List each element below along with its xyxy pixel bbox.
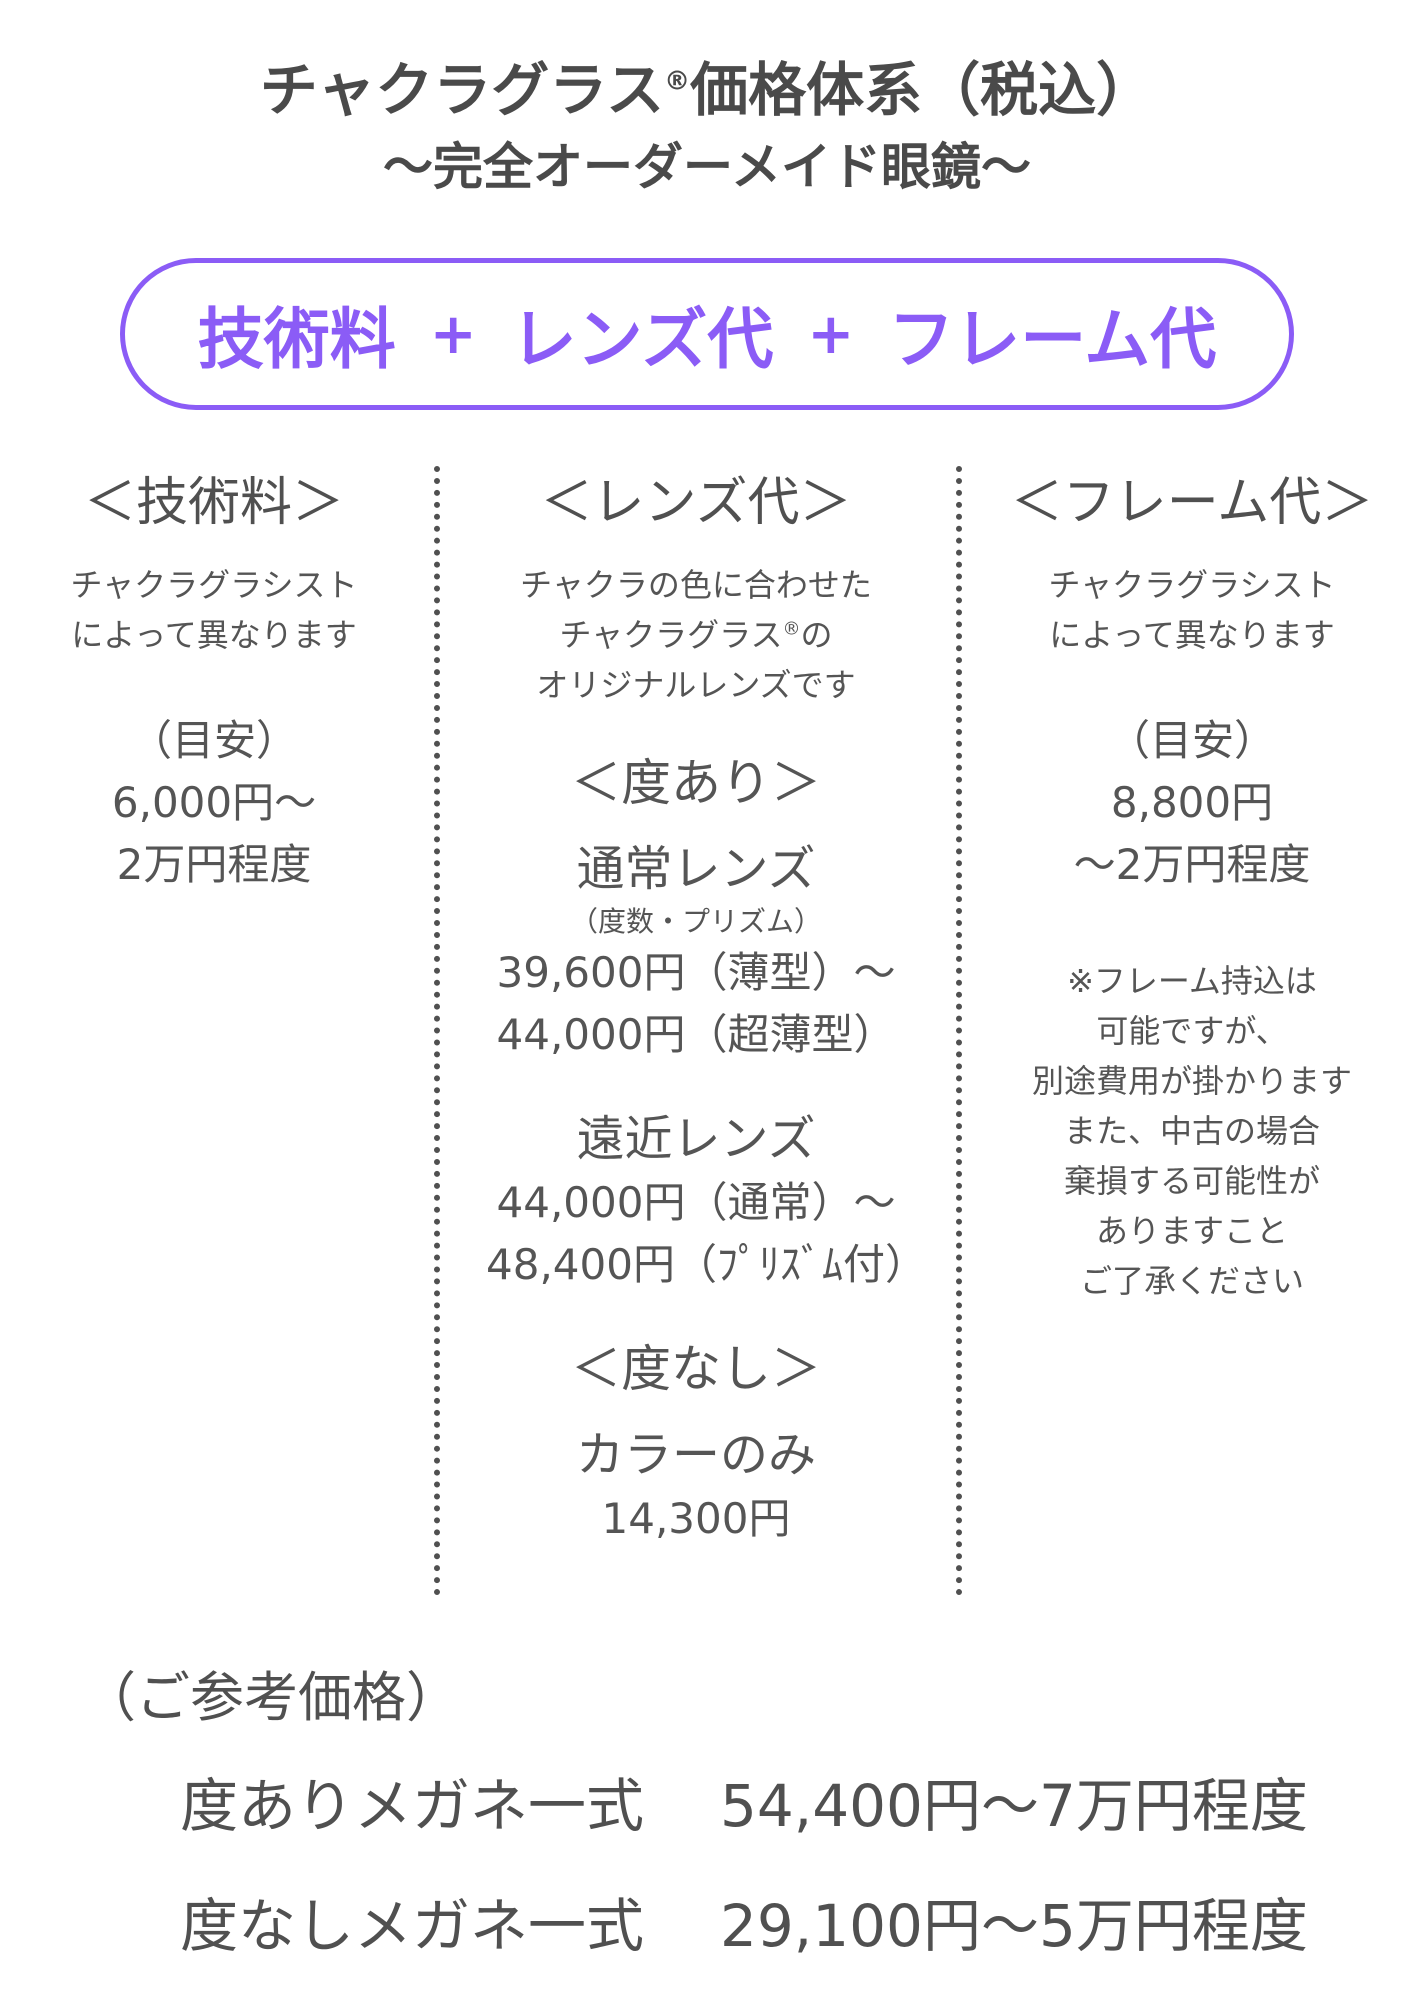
title-rest: 価格体系（税込） <box>690 56 1155 124</box>
reference-title: （ご参考価格） <box>82 1666 460 1729</box>
frame-fee-column: ＜フレーム代＞ チャクラグラシスト によって異なります （目安） 8,800円 … <box>972 470 1412 1306</box>
frame-fee-desc-2: によって異なります <box>1049 616 1335 654</box>
formula-plus-2: + <box>807 301 855 367</box>
with-prescription-heading: ＜度あり＞ <box>571 754 821 812</box>
tech-fee-column: ＜技術料＞ チャクラグラシスト によって異なります （目安） 6,000円〜 2… <box>4 470 424 896</box>
reference-row-no-rx: 度なしメガネ一式 29,100円〜5万円程度 <box>180 1886 1340 1966</box>
formula-tech-fee: 技術料 <box>197 301 396 378</box>
color-only-name: カラーのみ <box>575 1427 816 1483</box>
progressive-lens-name: 遠近レンズ <box>576 1111 816 1167</box>
lens-fee-desc-3: オリジナルレンズです <box>536 666 856 704</box>
tech-fee-desc-2: によって異なります <box>71 616 357 654</box>
frame-note-1: ※フレーム持込は <box>1067 962 1317 1000</box>
normal-lens-price-1: 39,600円（薄型）〜 <box>496 948 896 997</box>
formula-plus-1: + <box>429 301 477 367</box>
lens-fee-desc-1: チャクラの色に合わせた <box>520 566 872 604</box>
tech-fee-estimate-label: （目安） <box>129 716 298 765</box>
progressive-lens-price-2: 48,400円（ﾌﾟﾘｽﾞﾑ付） <box>486 1240 927 1289</box>
frame-note-4: また、中古の場合 <box>1063 1112 1320 1150</box>
page-subtitle: 〜完全オーダーメイド眼鏡〜 <box>383 138 1031 196</box>
progressive-lens-price-1: 44,000円（通常）〜 <box>496 1178 896 1227</box>
lens-fee-column: ＜レンズ代＞ チャクラの色に合わせた チャクラグラス®の オリジナルレンズです … <box>486 470 927 1550</box>
price-formula: 技術料 + レンズ代 + フレーム代 <box>120 258 1294 410</box>
frame-note-3: 別途費用が掛かります <box>1031 1062 1352 1100</box>
column-divider-left <box>434 466 440 1596</box>
registered-mark: ® <box>664 66 691 97</box>
reference-label: 度なしメガネ一式 <box>180 1892 645 1960</box>
frame-note-2: 可能ですが、 <box>1096 1012 1288 1050</box>
normal-lens-price-2: 44,000円（超薄型） <box>496 1010 896 1059</box>
frame-note-5: 棄損する可能性が <box>1063 1162 1320 1200</box>
frame-fee-estimate-label: （目安） <box>1107 716 1276 765</box>
frame-note-7: ご了承ください <box>1079 1262 1304 1300</box>
color-only-price: 14,300円 <box>601 1494 791 1543</box>
reference-label: 度ありメガネ一式 <box>180 1772 645 1840</box>
title-main: チャクラグラス <box>259 56 665 124</box>
reference-row-with-rx: 度ありメガネ一式 54,400円〜7万円程度 <box>180 1766 1340 1846</box>
column-divider-right <box>956 466 962 1596</box>
normal-lens-note: （度数・プリズム） <box>569 905 822 938</box>
tech-fee-price-1: 6,000円〜 <box>111 778 317 827</box>
formula-frame-fee: フレーム代 <box>888 301 1217 378</box>
reference-price: 54,400円〜7万円程度 <box>720 1772 1308 1840</box>
lens-fee-desc-2: チャクラグラス®の <box>559 616 833 654</box>
frame-note-6: ありますこと <box>1095 1212 1288 1250</box>
tech-fee-price-2: 2万円程度 <box>116 840 312 889</box>
frame-fee-price-1: 8,800円 <box>1110 778 1274 827</box>
lens-fee-heading: ＜レンズ代＞ <box>540 473 852 533</box>
no-prescription-heading: ＜度なし＞ <box>571 1340 821 1398</box>
formula-lens-fee: レンズ代 <box>510 301 774 378</box>
frame-fee-price-2: 〜2万円程度 <box>1073 840 1311 889</box>
normal-lens-name: 通常レンズ <box>576 841 816 897</box>
frame-fee-heading: ＜フレーム代＞ <box>1010 473 1374 533</box>
page-title: チャクラグラス®価格体系（税込） <box>0 50 1414 130</box>
tech-fee-desc-1: チャクラグラシスト <box>70 566 358 604</box>
frame-fee-desc-1: チャクラグラシスト <box>1048 566 1336 604</box>
reference-price: 29,100円〜5万円程度 <box>720 1892 1308 1960</box>
tech-fee-heading: ＜技術料＞ <box>83 473 344 533</box>
